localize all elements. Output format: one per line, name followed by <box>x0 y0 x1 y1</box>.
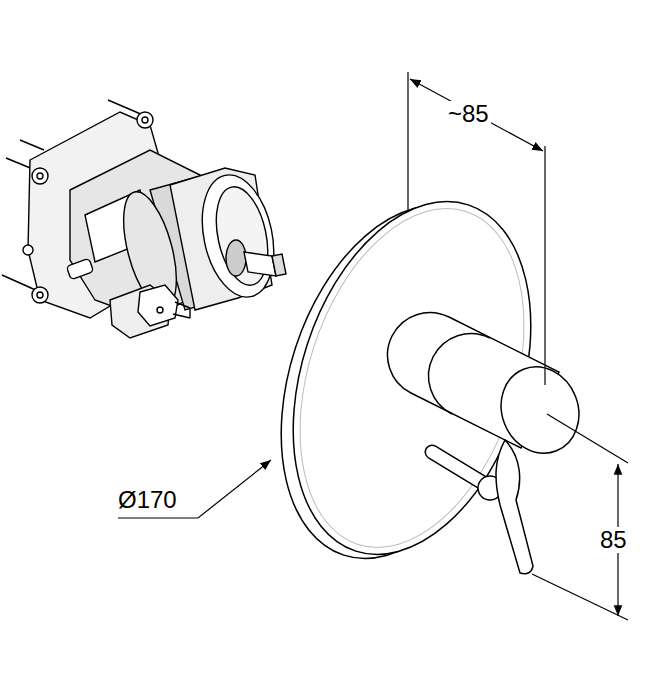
dimension-label: Ø170 <box>116 487 179 513</box>
dimension-lines <box>118 72 628 620</box>
valve-body <box>2 100 286 338</box>
dimension-label: 85 <box>598 527 629 553</box>
diverter-lever <box>432 440 533 574</box>
handle-cylinder <box>388 313 592 466</box>
dimension-label: ~85 <box>446 101 491 127</box>
